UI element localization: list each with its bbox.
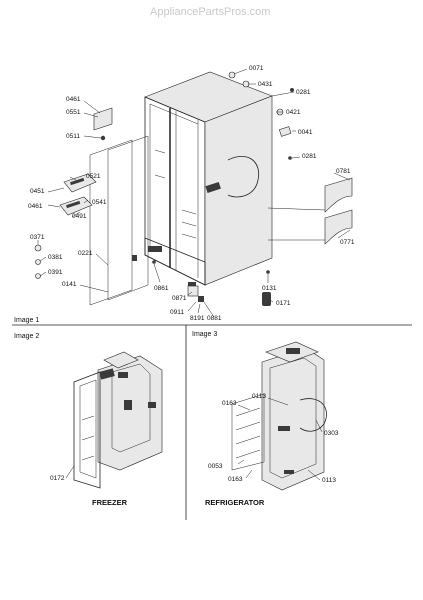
panel-title-image1: Image 1: [14, 317, 39, 324]
part-label: 0781: [336, 168, 351, 175]
part-label: 0551: [66, 109, 81, 116]
part-label: 0511: [66, 133, 80, 140]
panel-title-image3: Image 3: [192, 331, 217, 338]
part-label: 0303: [324, 430, 339, 437]
part-label: 0541: [92, 199, 107, 206]
part-label: 0221: [78, 250, 93, 257]
bottom-hinge-parts: [152, 260, 204, 302]
part-label: 0861: [154, 285, 169, 292]
part-label: 0911: [170, 309, 184, 316]
part-label: 0141: [62, 281, 77, 288]
cabinet-assembly-drawing: [144, 71, 273, 290]
leader-lines-image3: [237, 397, 323, 481]
part-label: 0163: [222, 400, 237, 407]
part-label: 0461: [28, 203, 43, 210]
part-label: 8191: [190, 315, 205, 322]
panel-title-image2: Image 2: [14, 333, 39, 340]
part-label: 0131: [262, 285, 277, 292]
watermark-text: AppliancePartsPros.com: [150, 6, 270, 18]
part-label: 0171: [276, 300, 291, 307]
part-label: 0172: [50, 475, 65, 482]
side-panel-parts: [228, 71, 353, 306]
leader-lines-image1: [37, 68, 351, 318]
freezer-drawing: [65, 351, 163, 489]
part-label: 0391: [48, 269, 63, 276]
part-labels-image1: 0071 0431 0281 0421 0041 0281 0781 0771 …: [28, 65, 355, 322]
door-liner-panel: [107, 135, 149, 301]
part-label: 0371: [30, 234, 45, 241]
part-label: 0041: [298, 129, 313, 136]
part-label: 0381: [48, 254, 63, 261]
freezer-door-side-parts: [34, 107, 137, 306]
part-label: 0163: [228, 476, 243, 483]
part-label: 0461: [66, 96, 81, 103]
part-label: 0053: [208, 463, 223, 470]
refrigerator-drawing: [231, 341, 327, 491]
part-label: 0113: [322, 477, 336, 484]
part-label: 0451: [30, 188, 45, 195]
caption-refrigerator: REFRIGERATOR: [205, 498, 265, 507]
part-label: 0281: [296, 89, 311, 96]
caption-freezer: FREEZER: [92, 498, 128, 507]
part-label: 0771: [340, 239, 355, 246]
part-label: 0431: [258, 81, 273, 88]
part-label: 0491: [72, 213, 87, 220]
part-label: 0113: [252, 393, 266, 400]
part-label: 0881: [207, 315, 222, 322]
part-label: 0421: [286, 109, 301, 116]
part-label: 0071: [249, 65, 264, 72]
part-label: 0871: [172, 295, 187, 302]
part-label: 0521: [86, 173, 101, 180]
part-label: 0281: [302, 153, 317, 160]
